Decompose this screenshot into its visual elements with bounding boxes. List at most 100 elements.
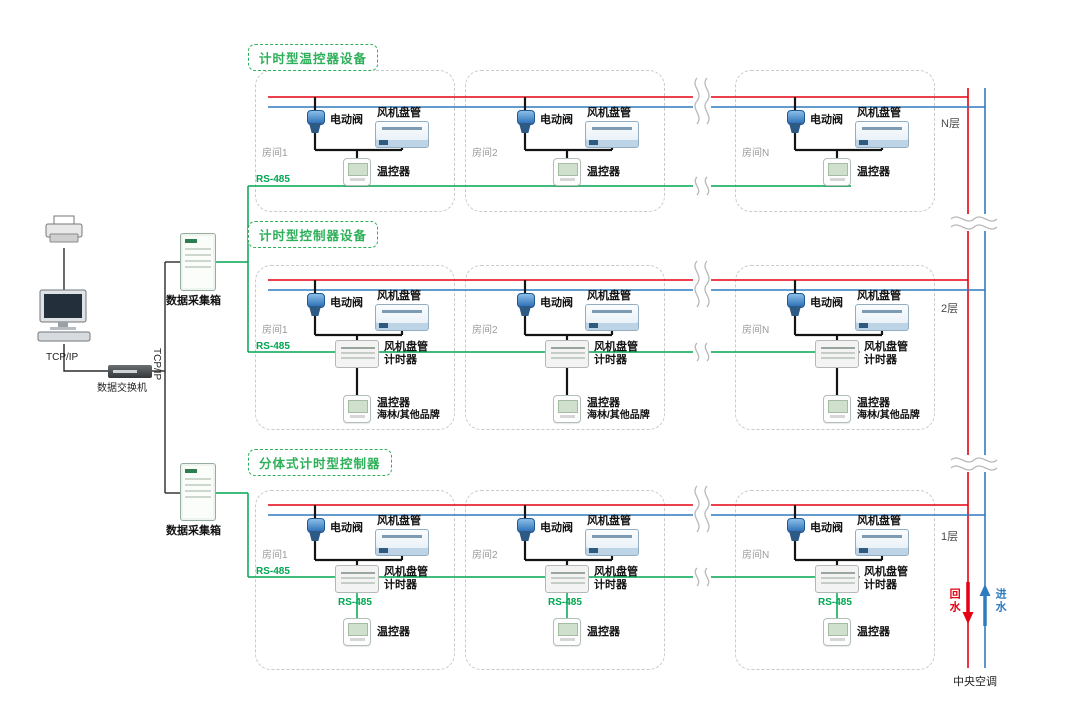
electric-valve-icon (516, 110, 535, 134)
fan-coil-icon (585, 121, 639, 148)
computer-icon (36, 288, 92, 349)
timer-icon (545, 340, 589, 368)
break-marks (693, 77, 1004, 587)
timer-label: 计时器 (864, 354, 897, 366)
room-name-label: 房间2 (472, 148, 498, 159)
fan-coil-icon (855, 121, 909, 148)
valve-label: 电动阀 (540, 114, 573, 126)
room-box (735, 490, 935, 670)
floor-label: 2层 (941, 303, 959, 315)
fan-coil-label: 风机盘管 (587, 107, 631, 119)
rs485-label: RS-485 (256, 174, 290, 185)
section-title: 分体式计时型控制器 (248, 449, 392, 476)
collector-label: 数据采集箱 (166, 525, 221, 537)
timer-icon (335, 340, 379, 368)
valve-label: 电动阀 (330, 522, 363, 534)
room-name-label: 房间N (742, 550, 770, 561)
timer-label: 风机盘管 (384, 566, 428, 578)
rs485-drop-label: RS-485 (548, 597, 582, 608)
thermostat-icon (553, 395, 581, 423)
fan-coil-icon (375, 304, 429, 331)
fan-coil-icon (855, 304, 909, 331)
valve-label: 电动阀 (810, 297, 843, 309)
room-box (465, 490, 665, 670)
room-box (735, 265, 935, 430)
tcpip-label: TCP/IP (46, 352, 79, 363)
rs485-label: RS-485 (256, 566, 290, 577)
collector-label: 数据采集箱 (166, 295, 221, 307)
fan-coil-label: 风机盘管 (857, 290, 901, 302)
section-title: 计时型控制器设备 (248, 221, 379, 248)
room-box (255, 490, 455, 670)
switch-label: 数据交换机 (97, 383, 147, 394)
thermostat-label: 温控器 (857, 166, 890, 178)
fan-coil-label: 风机盘管 (587, 290, 631, 302)
room-name-label: 房间1 (262, 550, 288, 561)
thermostat-icon (553, 618, 581, 646)
valve-label: 电动阀 (540, 522, 573, 534)
thermostat-label: 温控器 (857, 626, 890, 638)
floor-label: 1层 (941, 531, 959, 543)
timer-label: 计时器 (384, 354, 417, 366)
rs485-drop-label: RS-485 (818, 597, 852, 608)
thermostat-label: 温控器 (377, 397, 410, 409)
data-collector-icon (180, 233, 216, 291)
room-box (465, 265, 665, 430)
flow-arrows (962, 582, 991, 626)
electric-valve-icon (306, 293, 325, 317)
electric-valve-icon (306, 110, 325, 134)
fan-coil-label: 风机盘管 (587, 515, 631, 527)
thermostat-label: 温控器 (377, 626, 410, 638)
printer-icon (42, 214, 86, 253)
fan-coil-icon (855, 529, 909, 556)
thermostat-label: 温控器 (377, 166, 410, 178)
timer-label: 风机盘管 (594, 341, 638, 353)
timer-icon (815, 340, 859, 368)
timer-label: 风机盘管 (594, 566, 638, 578)
thermostat-brand-label: 海林/其他品牌 (587, 410, 650, 421)
valve-label: 电动阀 (810, 114, 843, 126)
timer-label: 风机盘管 (864, 341, 908, 353)
central-ac-label: 中央空调 (953, 676, 997, 688)
electric-valve-icon (306, 518, 325, 542)
chilled-water-pipes (268, 88, 986, 668)
thermostat-label: 温控器 (857, 397, 890, 409)
thermostat-icon (343, 158, 371, 186)
valve-label: 电动阀 (330, 114, 363, 126)
thermostat-label: 温控器 (587, 397, 620, 409)
valve-label: 电动阀 (810, 522, 843, 534)
timer-label: 风机盘管 (384, 341, 428, 353)
timer-label: 计时器 (594, 354, 627, 366)
valve-label: 电动阀 (540, 297, 573, 309)
device-wiring (313, 97, 884, 567)
thermostat-icon (553, 158, 581, 186)
data-collector-icon (180, 463, 216, 521)
timer-label: 计时器 (864, 579, 897, 591)
room-box (735, 70, 935, 212)
fan-coil-label: 风机盘管 (377, 107, 421, 119)
electric-valve-icon (516, 293, 535, 317)
timer-label: 风机盘管 (864, 566, 908, 578)
fan-coil-label: 风机盘管 (857, 515, 901, 527)
timer-icon (545, 565, 589, 593)
room-name-label: 房间2 (472, 550, 498, 561)
fan-coil-label: 风机盘管 (377, 290, 421, 302)
room-name-label: 房间2 (472, 325, 498, 336)
fan-coil-label: 风机盘管 (377, 515, 421, 527)
thermostat-label: 温控器 (587, 626, 620, 638)
room-name-label: 房间1 (262, 148, 288, 159)
room-box (465, 70, 665, 212)
room-name-label: 房间N (742, 148, 770, 159)
network-switch-icon (108, 365, 152, 378)
fan-coil-icon (375, 529, 429, 556)
floor-label: N层 (941, 118, 960, 130)
tcpip-vertical-label: TCP/IP (151, 348, 162, 381)
thermostat-icon (343, 395, 371, 423)
fan-coil-icon (375, 121, 429, 148)
thermostat-icon (823, 395, 851, 423)
electric-valve-icon (786, 293, 805, 317)
electric-valve-icon (516, 518, 535, 542)
fan-coil-icon (585, 529, 639, 556)
